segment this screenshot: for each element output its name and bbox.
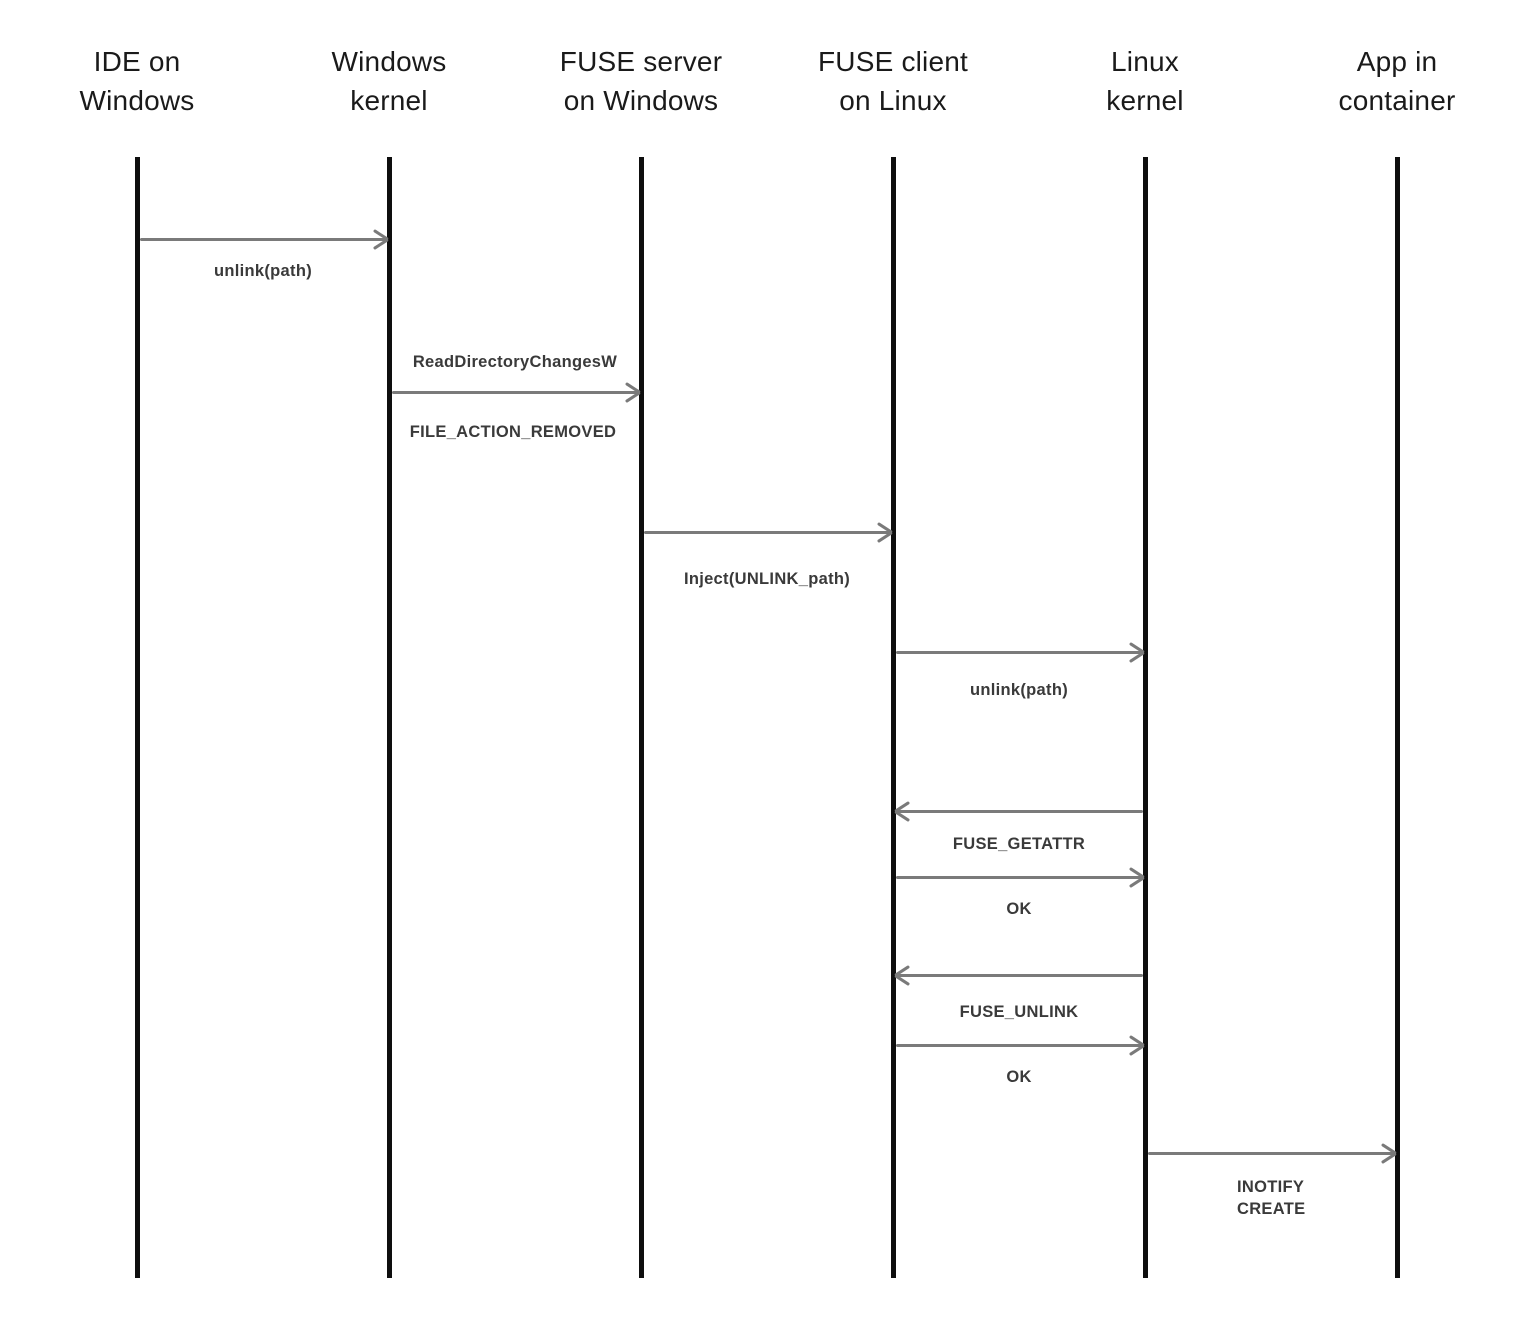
actor-label-ide-on-windows: IDE on Windows <box>79 46 195 116</box>
message-arrow-ok-1 <box>896 876 1143 879</box>
message-label-ok-1: OK <box>1006 900 1032 918</box>
message-arrow-fuse-unlink <box>896 974 1143 977</box>
message-label-unlink-path-1: unlink(path) <box>214 262 312 280</box>
lifeline-fuse-server-on-windows <box>639 157 644 1278</box>
actor-label-fuse-client-on-linux: FUSE client on Linux <box>817 46 969 116</box>
message-label-readdirectorychangesw: ReadDirectoryChangesW <box>412 353 618 371</box>
actor-label-windows-kernel: Windows kernel <box>331 46 447 116</box>
lifeline-ide-on-windows <box>135 157 140 1278</box>
message-label-unlink-path-2: unlink(path) <box>970 681 1068 699</box>
message-label-inject-unlink-path: Inject(UNLINK_path) <box>683 570 851 588</box>
message-label-inotify-create: INOTIFY CREATE <box>1237 1178 1306 1218</box>
message-label-fuse-getattr: FUSE_GETATTR <box>952 835 1086 853</box>
lifeline-fuse-client-on-linux <box>891 157 896 1278</box>
actor-label-app-in-container: App in container <box>1338 46 1456 116</box>
actor-label-linux-kernel: Linux kernel <box>1106 46 1184 116</box>
message-arrow-inotify-create <box>1148 1152 1395 1155</box>
message-arrow-fuse-getattr <box>896 810 1143 813</box>
message-arrow-readdirectorychangesw <box>392 391 639 394</box>
message-arrow-unlink-path-2 <box>896 651 1143 654</box>
message-label-fuse-unlink: FUSE_UNLINK <box>959 1003 1079 1021</box>
message-label-file-action-removed: FILE_ACTION_REMOVED <box>409 423 617 441</box>
lifeline-app-in-container <box>1395 157 1400 1278</box>
lifeline-linux-kernel <box>1143 157 1148 1278</box>
message-arrow-ok-2 <box>896 1044 1143 1047</box>
message-arrow-unlink-path-1 <box>140 238 387 241</box>
lifeline-windows-kernel <box>387 157 392 1278</box>
actor-label-fuse-server-on-windows: FUSE server on Windows <box>559 46 723 116</box>
message-arrow-inject-unlink-path <box>644 531 891 534</box>
message-label-ok-2: OK <box>1006 1068 1032 1086</box>
